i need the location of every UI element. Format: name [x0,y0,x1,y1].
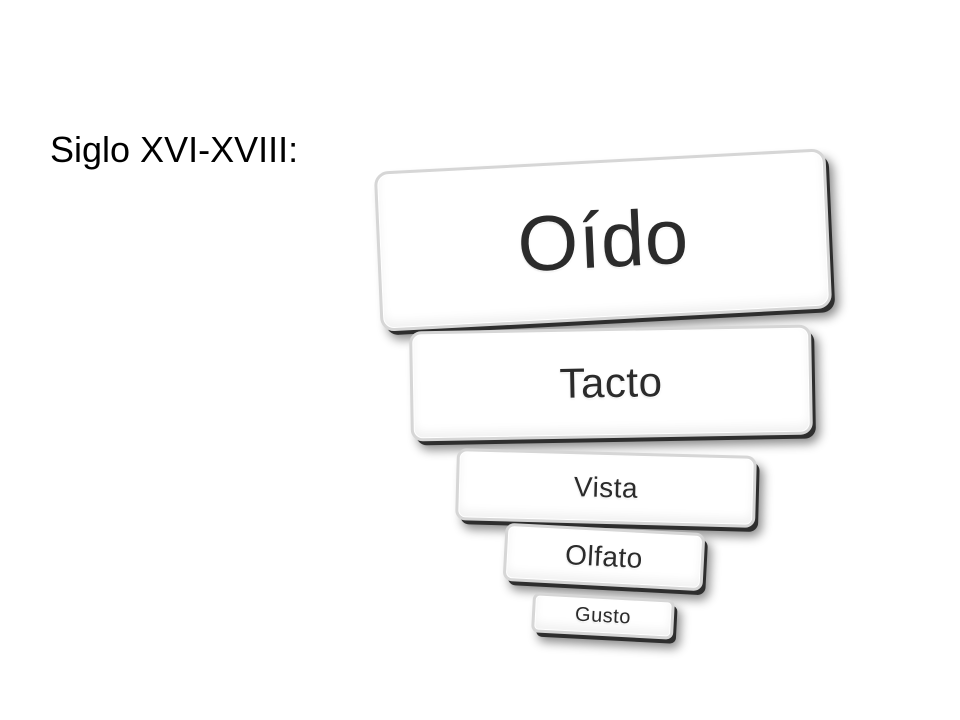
level-vista-box: Vista [455,448,757,528]
level-oido-box: Oído [373,148,833,332]
level-gusto-box: Gusto [531,592,675,640]
level-vista-label: Vista [573,471,639,504]
level-gusto-label: Gusto [574,603,632,628]
level-olfato-label: Olfato [564,538,644,575]
level-tacto-label: Tacto [559,358,663,407]
level-tacto-box: Tacto [409,324,813,442]
slide-title: Siglo XVI-XVIII: [50,129,299,170]
level-olfato-box: Olfato [502,522,706,592]
level-oido-label: Oído [515,191,691,288]
